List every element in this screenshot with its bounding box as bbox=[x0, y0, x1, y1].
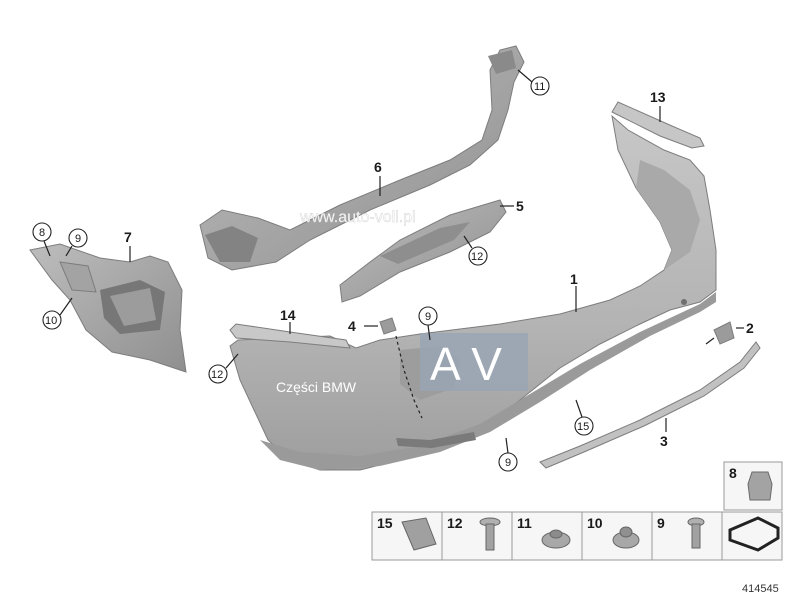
callout-1: 1 bbox=[570, 271, 578, 287]
watermark-logo: AV bbox=[430, 338, 516, 390]
watermark-caption: Części BMW bbox=[276, 379, 357, 395]
callout-6: 6 bbox=[374, 159, 382, 175]
middle-bracket-part bbox=[339, 199, 507, 303]
callout-8: 8 bbox=[39, 227, 45, 239]
flange-screw-icon bbox=[479, 517, 501, 551]
mount-clip-part bbox=[379, 317, 397, 335]
watermark-url: www.auto-voll.pl bbox=[299, 209, 416, 226]
screw-icon bbox=[687, 517, 705, 549]
callout-3: 3 bbox=[660, 433, 668, 449]
legend-label-8: 8 bbox=[729, 465, 737, 481]
callout-2: 2 bbox=[746, 320, 754, 336]
legend-box-12 bbox=[441, 511, 513, 561]
collar-nut-icon bbox=[612, 526, 640, 549]
callout-14: 14 bbox=[280, 307, 296, 323]
callout-10: 10 bbox=[45, 315, 57, 327]
callout-4: 4 bbox=[348, 318, 356, 334]
upper-trim-part bbox=[611, 101, 705, 149]
legend-label-9: 9 bbox=[657, 515, 665, 531]
callout-12-bracket: 12 bbox=[471, 251, 483, 263]
legend-label-15: 15 bbox=[377, 515, 393, 531]
callout-12-bumper: 12 bbox=[211, 369, 223, 381]
lower-trim-part bbox=[539, 341, 761, 469]
callout-7: 7 bbox=[124, 229, 132, 245]
fastener-legend: 8 15 12 11 10 9 bbox=[371, 461, 783, 561]
callout-11: 11 bbox=[534, 81, 545, 93]
callout-9-clip: 9 bbox=[425, 311, 431, 323]
wide-nut-icon bbox=[541, 529, 571, 549]
callout-5: 5 bbox=[516, 198, 524, 214]
diagram-id: 414545 bbox=[742, 583, 779, 595]
callout-15: 15 bbox=[577, 421, 589, 433]
callout-9-lower: 9 bbox=[505, 457, 511, 469]
sensor-clip-part bbox=[705, 321, 735, 345]
callouts: 1 2 3 4 5 6 7 8 9 9 9 10 11 12 bbox=[32, 69, 754, 472]
legend-box-9 bbox=[651, 511, 723, 561]
side-bracket-part bbox=[29, 243, 187, 373]
callout-13: 13 bbox=[650, 89, 666, 105]
bracket-frame-icon bbox=[728, 516, 780, 552]
side-trim-part bbox=[229, 323, 351, 349]
legend-label-11: 11 bbox=[517, 515, 532, 531]
watermark: www.auto-voll.pl AV Części BMW bbox=[276, 209, 528, 395]
rear-bumper-part bbox=[229, 114, 717, 471]
carrier-beam-part bbox=[199, 45, 525, 271]
spring-clip-icon bbox=[401, 517, 437, 551]
legend-label-10: 10 bbox=[587, 515, 603, 531]
watermark-logo-box bbox=[420, 333, 528, 391]
callout-9-bracket: 9 bbox=[75, 233, 81, 245]
legend-label-12: 12 bbox=[447, 515, 463, 531]
clip-nut-icon bbox=[747, 471, 773, 501]
